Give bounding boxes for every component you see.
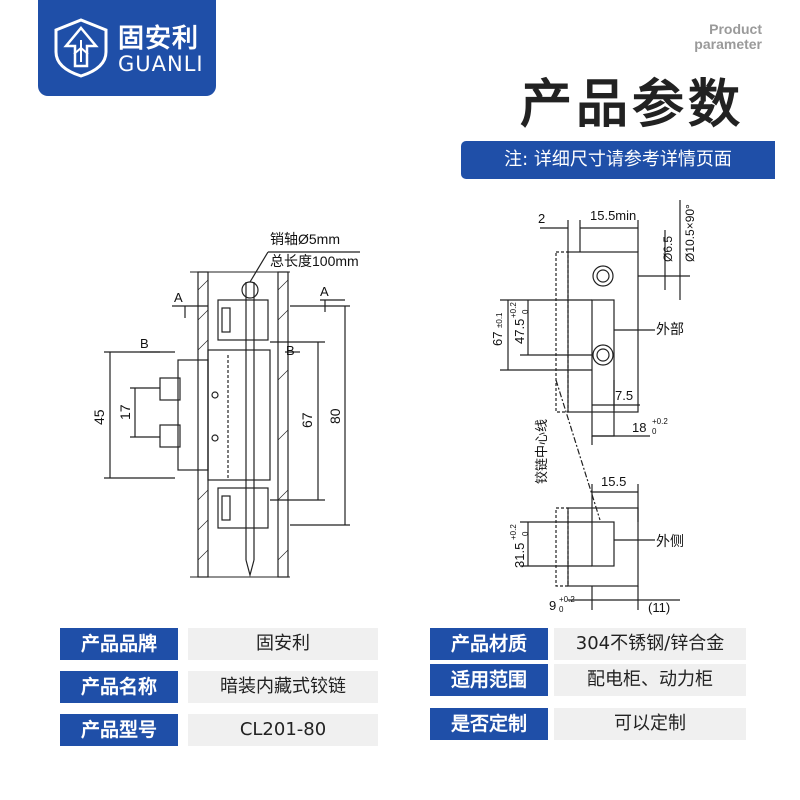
- dim-9: 9: [549, 598, 556, 613]
- note-banner: 注: 详细尺寸请参考详情页面: [461, 141, 775, 179]
- header-subtitle-en: Product parameter: [642, 22, 762, 52]
- hinge-center-label: 铰链中心线: [534, 419, 549, 484]
- spec-label-name: 产品名称: [60, 671, 178, 703]
- dim-47-5: 47.5: [512, 319, 527, 344]
- dim-18: 18: [632, 420, 646, 435]
- dim-17: 17: [117, 404, 133, 420]
- spec-row-material: 产品材质 304不锈钢/锌合金: [430, 628, 746, 660]
- pin-label: 销轴Ø5mm: [270, 231, 340, 247]
- outer-label: 外部: [656, 321, 684, 337]
- spec-label-custom: 是否定制: [430, 708, 548, 740]
- tol-67: ±0.1: [495, 312, 504, 328]
- tol-9-bottom: 0: [559, 605, 564, 614]
- dim-31-5: 31.5: [512, 543, 527, 568]
- dim-11: (11): [648, 600, 670, 615]
- section-a-right: A: [320, 284, 329, 299]
- spec-row-model: 产品型号 CL201-80: [60, 714, 378, 746]
- spec-label-brand: 产品品牌: [60, 628, 178, 660]
- spec-label-material: 产品材质: [430, 628, 548, 660]
- tol-31-5-top: +0.2: [509, 524, 518, 540]
- dim-15-5min: 15.5min: [590, 208, 636, 223]
- spec-row-custom: 是否定制 可以定制: [430, 708, 746, 740]
- tol-47-5-bottom: 0: [521, 309, 530, 314]
- subtitle-line-2: parameter: [694, 36, 762, 52]
- brand-logo: 固安利 GUANLI: [38, 0, 216, 96]
- logo-shield-arrow-icon: [54, 18, 108, 78]
- spec-value-material: 304不锈钢/锌合金: [554, 628, 746, 660]
- tol-9-top: +0.2: [559, 595, 575, 604]
- spec-row-name: 产品名称 暗装内藏式铰链: [60, 671, 378, 703]
- dim-d10-5: Ø10.5×90°: [683, 204, 697, 262]
- section-b-right: B: [286, 343, 295, 358]
- spec-label-model: 产品型号: [60, 714, 178, 746]
- spec-value-name: 暗装内藏式铰链: [188, 671, 378, 703]
- spec-value-brand: 固安利: [188, 628, 378, 660]
- length-label: 总长度100mm: [270, 253, 359, 269]
- page-title: 产品参数: [520, 75, 745, 135]
- spec-row-brand: 产品品牌 固安利: [60, 628, 378, 660]
- dim-2: 2: [538, 211, 545, 226]
- technical-drawings: 销轴Ø5mm 总长度100mm A A B B 45 17 67 80 2 15…: [91, 200, 697, 615]
- dim-67: 67: [299, 412, 315, 428]
- tol-18-bottom: 0: [652, 427, 657, 436]
- spec-value-model: CL201-80: [188, 714, 378, 746]
- spec-label-scope: 适用范围: [430, 664, 548, 696]
- dim-d6-5: Ø6.5: [661, 236, 675, 262]
- dim-45: 45: [91, 409, 107, 425]
- section-a-left: A: [174, 290, 183, 305]
- tol-18-top: +0.2: [652, 417, 668, 426]
- tol-31-5-bottom: 0: [521, 531, 530, 536]
- outer-side-label: 外侧: [656, 533, 684, 549]
- brand-name-cn: 固安利: [118, 24, 200, 54]
- spec-row-scope: 适用范围 配电柜、动力柜: [430, 664, 746, 696]
- dim-7-5: 7.5: [615, 388, 633, 403]
- section-b-left: B: [140, 336, 149, 351]
- spec-value-custom: 可以定制: [554, 708, 746, 740]
- dim-15-5: 15.5: [601, 474, 626, 489]
- dim-80: 80: [327, 408, 343, 424]
- brand-name-en: GUANLI: [118, 52, 204, 76]
- tol-47-5-top: +0.2: [509, 302, 518, 318]
- subtitle-line-1: Product: [709, 21, 762, 37]
- spec-value-scope: 配电柜、动力柜: [554, 664, 746, 696]
- dim-67-tol: 67: [490, 332, 505, 346]
